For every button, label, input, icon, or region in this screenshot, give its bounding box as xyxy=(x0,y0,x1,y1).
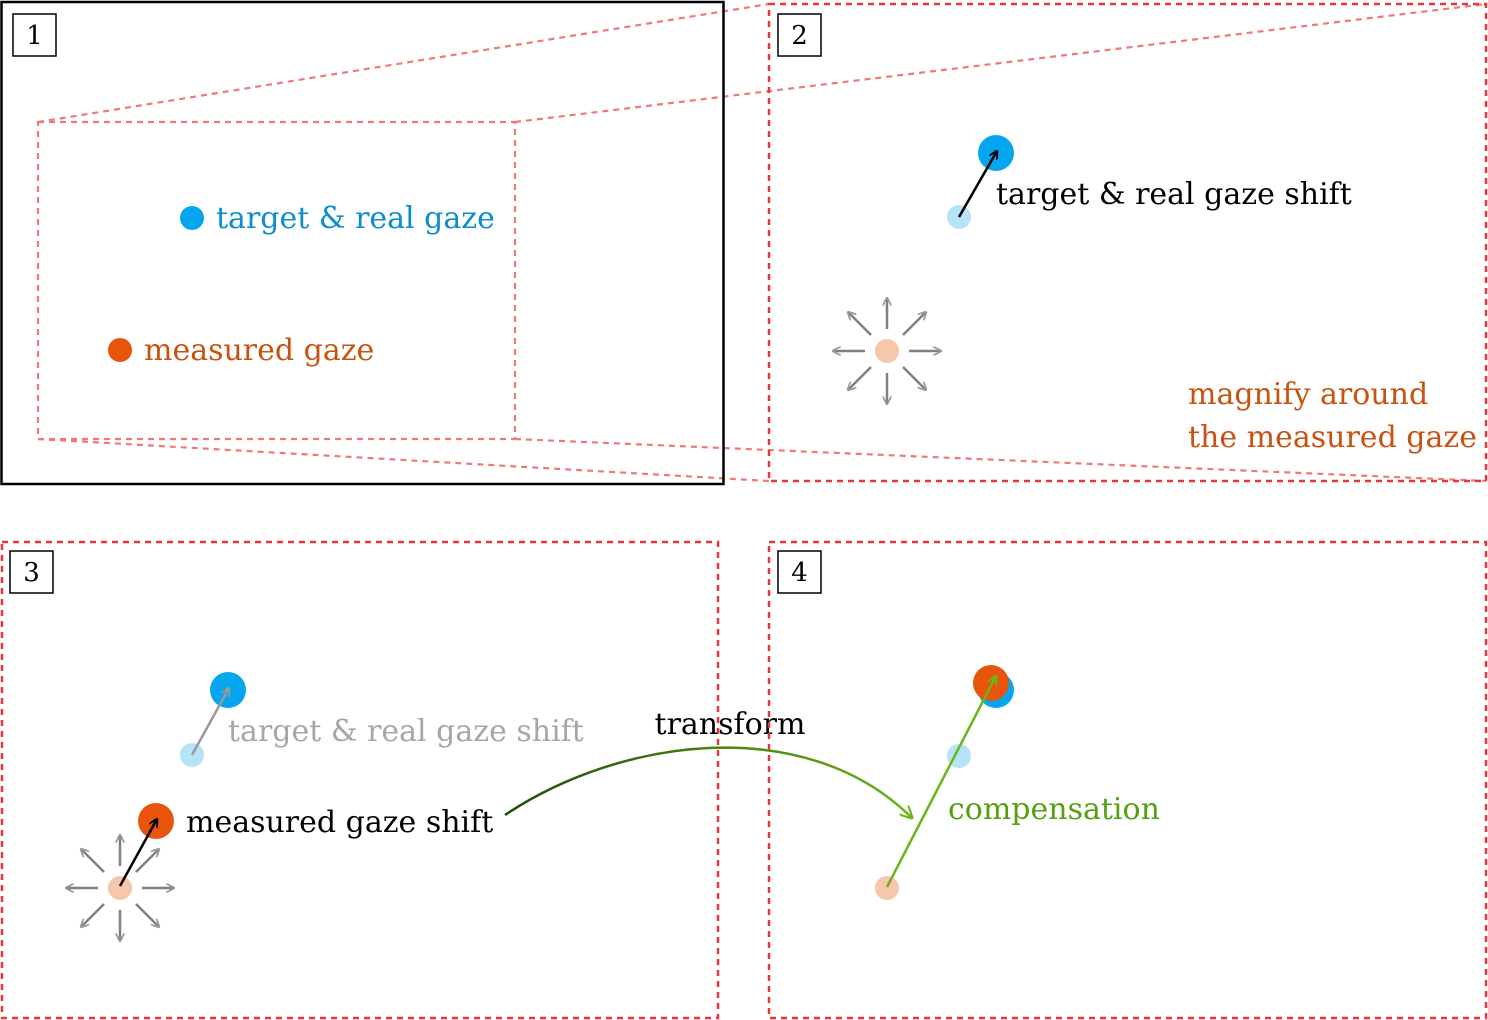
magnify-label-line2: the measured gaze xyxy=(1188,420,1477,455)
panel-number-box: 4 xyxy=(777,550,822,594)
panel-number: 2 xyxy=(791,21,808,51)
target-shift-arrow xyxy=(957,151,997,218)
target-gaze-shift-label: target & real gaze shift xyxy=(996,177,1352,212)
zoom-projection-lines xyxy=(37,2,1487,483)
transform-arrow xyxy=(504,746,912,818)
measured-gaze-dot-faded xyxy=(875,876,899,900)
magnify-label-line1: magnify around xyxy=(1188,377,1428,412)
panel-number: 3 xyxy=(23,558,40,588)
measured-gaze-dot-faded xyxy=(875,339,899,363)
compensation-label: compensation xyxy=(948,792,1160,827)
target-dot xyxy=(180,206,204,230)
target-real-gaze-label: target & real gaze xyxy=(216,201,495,236)
measured-gaze-dot-faded xyxy=(108,876,132,900)
magnify-arrows xyxy=(66,835,174,941)
measured-gaze-shift-label: measured gaze shift xyxy=(186,805,493,840)
panel-4-frame xyxy=(767,540,1488,1020)
panel-number-box: 3 xyxy=(9,550,54,594)
panel-3-frame xyxy=(0,540,720,1020)
magnify-arrows xyxy=(833,298,941,404)
panel-2-frame xyxy=(767,2,1488,483)
target-dot-original xyxy=(947,744,971,768)
transform-label: transform xyxy=(655,707,806,742)
measured-shift-arrow xyxy=(118,819,157,887)
measured-gaze-dot xyxy=(108,338,132,362)
panel-number-box: 2 xyxy=(777,13,822,57)
measured-gaze-label: measured gaze xyxy=(144,333,374,368)
target-shift-arrow-faded xyxy=(190,688,229,756)
panel-number: 4 xyxy=(791,558,808,588)
panel-1-frame xyxy=(0,0,725,486)
target-gaze-shift-label-faded: target & real gaze shift xyxy=(228,714,584,749)
panel-number: 1 xyxy=(26,21,43,51)
panel-2: 2 target & real gaze shift magnify aroun… xyxy=(767,2,1488,483)
zoom-region xyxy=(36,120,517,441)
panel-4: 4 compensation xyxy=(767,540,1488,1020)
panel-3: 3 target & real gaze shift measured gaze… xyxy=(0,540,720,1020)
compensation-arrow xyxy=(885,676,996,888)
panel-number-box: 1 xyxy=(12,13,57,57)
panel-1: 1 target & real gaze measured gaze xyxy=(0,0,725,486)
